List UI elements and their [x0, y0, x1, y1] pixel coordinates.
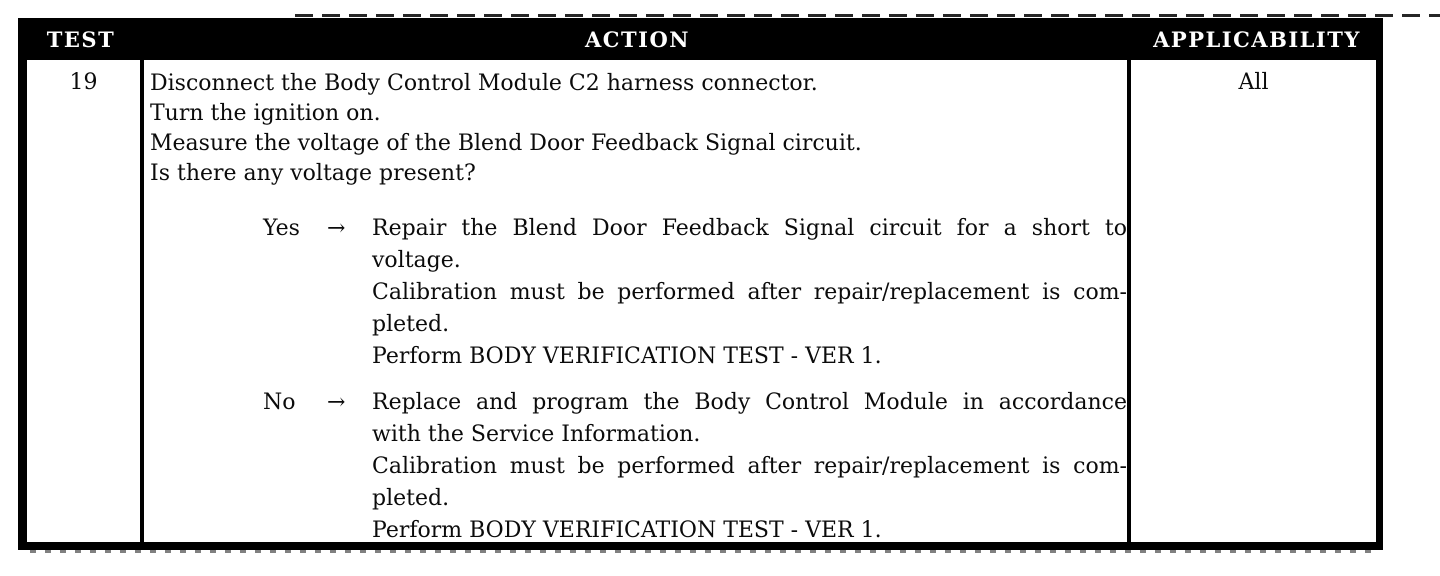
action-cell: Disconnect the Body Control Module C2 ha…	[144, 60, 1131, 543]
result-line: voltage.	[372, 248, 461, 273]
result-line: Perform BODY VERIFICATION TEST - VER 1.	[372, 518, 882, 543]
result-block-yes: Yes → Repair the Blend Door Feedback Sig…	[150, 213, 1127, 373]
arrow-right-icon: →	[327, 216, 346, 241]
action-steps: Disconnect the Body Control Module C2 ha…	[150, 69, 1127, 189]
result-line: Calibration must be performed after repa…	[372, 280, 1127, 305]
arrow-right-icon: →	[327, 390, 346, 415]
result-line: Repair the Blend Door Feedback Signal ci…	[372, 216, 1127, 241]
result-line: with the Service Information.	[372, 422, 701, 447]
result-answer-no: No	[263, 390, 296, 415]
result-line: pleted.	[372, 312, 450, 337]
action-step: Measure the voltage of the Blend Door Fe…	[150, 131, 862, 156]
column-header-test: TEST	[46, 26, 116, 52]
result-line: Calibration must be performed after repa…	[372, 454, 1127, 479]
scan-artifact-top	[295, 14, 1440, 17]
test-number-cell: 19	[27, 60, 144, 542]
result-block-no: No → Replace and program the Body Contro…	[150, 387, 1127, 547]
result-text-no: Replace and program the Body Control Mod…	[372, 387, 1127, 547]
column-header-action: ACTION	[585, 26, 690, 52]
column-header-applicability: APPLICABILITY	[1153, 26, 1361, 52]
result-line: Perform BODY VERIFICATION TEST - VER 1.	[372, 344, 882, 369]
diagnostic-test-table: TEST ACTION APPLICABILITY 19 Disconnect …	[18, 18, 1383, 550]
action-step: Turn the ignition on.	[150, 101, 381, 126]
table-row: 19 Disconnect the Body Control Module C2…	[18, 60, 1383, 550]
scan-artifact-bottom	[30, 550, 1380, 553]
result-text-yes: Repair the Blend Door Feedback Signal ci…	[372, 213, 1127, 373]
result-line: pleted.	[372, 486, 450, 511]
result-line: Replace and program the Body Control Mod…	[372, 390, 1127, 415]
table-header-row: TEST ACTION APPLICABILITY	[18, 18, 1383, 60]
result-answer-yes: Yes	[263, 216, 300, 241]
action-step: Disconnect the Body Control Module C2 ha…	[150, 71, 818, 96]
applicability-cell: All	[1238, 70, 1269, 95]
action-step: Is there any voltage present?	[150, 161, 476, 186]
